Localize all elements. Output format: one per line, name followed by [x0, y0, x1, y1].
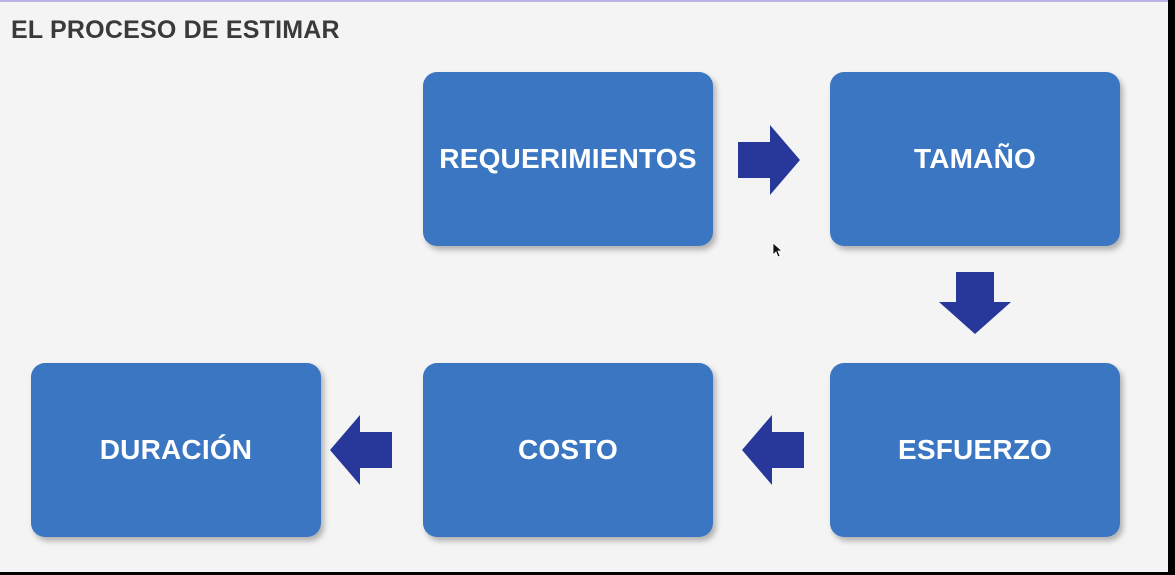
node-esfuerzo: ESFUERZO [830, 363, 1120, 537]
mouse-pointer-icon [772, 242, 784, 263]
node-costo: COSTO [423, 363, 713, 537]
slide-title: EL PROCESO DE ESTIMAR [11, 16, 340, 44]
node-label-tamano: TAMAÑO [914, 143, 1036, 174]
arrow-down-icon [939, 272, 1011, 334]
arrow-left-icon [330, 415, 392, 485]
node-label-costo: COSTO [517, 434, 619, 465]
arrow-right-icon [738, 125, 800, 195]
node-duracion: DURACIÓN [31, 363, 321, 537]
node-label-duracion: DURACIÓN [99, 434, 253, 465]
node-requerimientos: REQUERIMIENTOS [423, 72, 713, 246]
arrow-left-icon [742, 415, 804, 485]
node-label-esfuerzo: ESFUERZO [897, 434, 1053, 465]
node-tamano: TAMAÑO [830, 72, 1120, 246]
node-label-requerimientos: REQUERIMIENTOS [439, 143, 697, 174]
